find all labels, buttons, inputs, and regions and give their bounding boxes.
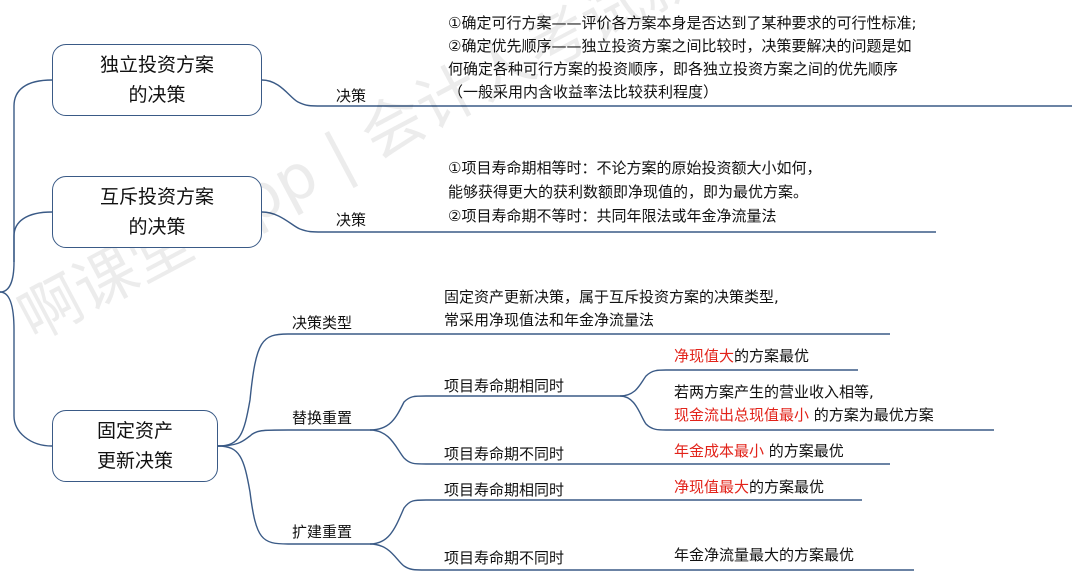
replace-same-result-1: 净现值大的方案最优 (674, 345, 809, 368)
replace-diff-result-highlight: 年金成本最小 (674, 442, 765, 460)
renewal-type-text-line-1: 固定资产更新决策，属于互斥投资方案的决策类型, (444, 288, 779, 306)
expand-same-branch (288, 499, 862, 545)
independent-branch (261, 79, 1072, 107)
replace-diff-life-label: 项目寿命期不同时 (444, 445, 565, 463)
node-renewal-line2: 更新决策 (96, 450, 173, 472)
replace-same-result-1-highlight: 净现值大 (674, 347, 735, 365)
independent-text-line-3: 何确定各种可行方案的投资顺序，即各独立投资方案之间的优先顺序 (448, 60, 899, 78)
independent-text-line-4: （一般采用内含收益率法比较获利程度） (448, 83, 719, 101)
expand-same-result: 净现值最大的方案最优 (674, 476, 824, 499)
replace-same-result-2-rest: 的方案为最优方案 (809, 406, 934, 424)
replace-same-r1-branch (600, 369, 858, 397)
exclusive-text-line-3: ②项目寿命期不等时：共同年限法或年金净流量法 (448, 207, 777, 225)
exclusive-text-line-1: ①项目寿命期相等时：不论方案的原始投资额大小如何， (448, 159, 822, 177)
node-renewal-line1: 固定资产 (96, 420, 173, 442)
expand-same-result-highlight: 净现值最大 (674, 478, 750, 496)
trunk-to-independent (0, 79, 53, 293)
node-independent-line2: 的决策 (128, 84, 186, 106)
replace-diff-result: 年金成本最小 的方案最优 (674, 440, 844, 463)
renewal-replace-branch (217, 429, 289, 447)
renewal-expand-branch (217, 445, 289, 545)
replace-same-result-2-highlight: 现金流出总现值最小 (674, 406, 810, 424)
renewal-type-text-line-2: 常采用净现值法和年金净流量法 (444, 311, 655, 329)
expand-diff-branch (369, 543, 914, 571)
replace-same-result-2-line-2: 现金流出总现值最小 的方案为最优方案 (674, 404, 934, 427)
node-exclusive-investment[interactable]: 互斥投资方案 的决策 (52, 176, 262, 248)
replace-same-branch (288, 395, 600, 431)
node-asset-renewal[interactable]: 固定资产 更新决策 (52, 410, 218, 482)
node-exclusive-line1: 互斥投资方案 (99, 186, 214, 208)
replace-same-r2-branch (619, 395, 994, 431)
renewal-type-branch (217, 333, 890, 447)
replace-same-life-label: 项目寿命期相同时 (444, 377, 565, 395)
trunk-to-renewal (0, 291, 53, 447)
replace-same-result-2-line-1: 若两方案产生的营业收入相等, (674, 383, 874, 401)
renewal-replace-label: 替换重置 (292, 409, 353, 427)
expand-same-result-rest: 的方案最优 (749, 478, 825, 496)
exclusive-decision-label: 决策 (336, 211, 367, 229)
independent-text-line-1: ①确定可行方案——评价各方案本身是否达到了某种要求的可行性标准; (448, 14, 917, 32)
node-exclusive-line2: 的决策 (128, 216, 186, 238)
expand-diff-life-label: 项目寿命期不同时 (444, 549, 565, 567)
replace-diff-result-rest: 的方案最优 (764, 442, 844, 460)
expand-same-life-label: 项目寿命期相同时 (444, 481, 565, 499)
renewal-expand-label: 扩建重置 (292, 523, 353, 541)
replace-diff-branch (369, 429, 890, 465)
independent-decision-label: 决策 (336, 87, 367, 105)
renewal-type-label: 决策类型 (292, 314, 353, 332)
independent-text-line-2: ②确定优先顺序——独立投资方案之间比较时，决策要解决的问题是如 (448, 37, 912, 55)
exclusive-text-line-2: 能够获得更大的获利数额即净现值的，即为最优方案。 (448, 183, 809, 201)
node-independent-investment[interactable]: 独立投资方案 的决策 (52, 44, 262, 116)
node-independent-line1: 独立投资方案 (99, 54, 214, 76)
replace-same-result-1-rest: 的方案最优 (734, 347, 810, 365)
trunk-to-exclusive (13, 211, 53, 262)
expand-diff-result: 年金净流量最大的方案最优 (674, 546, 855, 564)
exclusive-branch (261, 211, 936, 233)
